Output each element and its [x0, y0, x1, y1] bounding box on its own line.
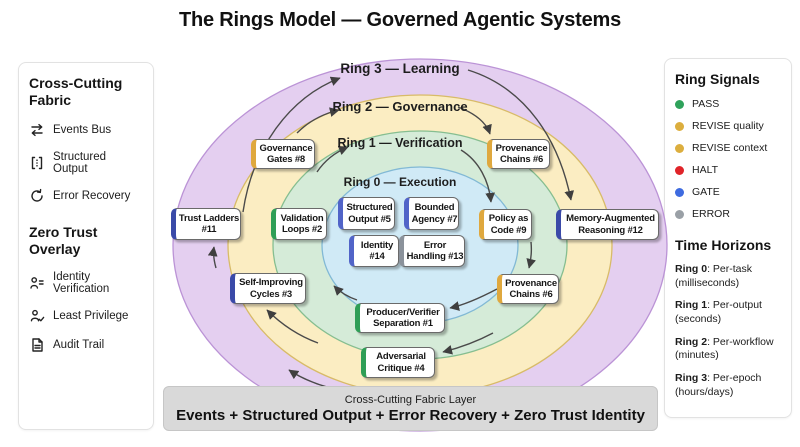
horizon-unit: (seconds)	[675, 313, 722, 326]
horizon-desc: : Per-epoch	[707, 372, 762, 384]
zero-trust-item-label: Least Privilege	[53, 310, 129, 323]
page-title: The Rings Model — Governed Agentic Syste…	[178, 9, 622, 31]
horizon-desc: : Per-task	[707, 263, 753, 276]
signal-label: PASS	[692, 98, 720, 111]
ring-signals-panel: Ring Signals PASS REVISE quality REVISE …	[664, 58, 792, 418]
signal-label: GATE	[692, 186, 720, 199]
zero-trust-heading: Zero Trust Overlay	[29, 224, 98, 258]
trust-ladders: Trust Ladders#11	[171, 208, 241, 240]
ring-0-label: Ring 0 — Execution	[343, 175, 457, 189]
horizon-ring-name: Ring 0	[675, 263, 708, 276]
ring-signals-heading: Ring Signals	[675, 71, 760, 87]
horizon-ring-name: Ring 3	[675, 372, 708, 384]
identity-verification-icon	[30, 277, 44, 290]
horizon-desc: : Per-workflow	[707, 335, 774, 348]
structured-output-icon	[31, 156, 43, 170]
time-horizon-ring-0: Ring 0: Per-task (milliseconds)	[675, 263, 781, 290]
gate-dot-icon	[675, 187, 684, 197]
fabric-item-label: Error Recovery	[53, 190, 131, 203]
flow-arrow	[460, 149, 496, 203]
time-horizon-ring-2: Ring 2: Per-workflow (minutes)	[675, 336, 781, 363]
identity: Identity#14	[349, 235, 399, 267]
time-horizon-ring-1: Ring 1: Per-output (seconds)	[675, 299, 781, 326]
horizon-unit: (minutes)	[675, 349, 719, 362]
fabric-item-structured-output: Structured Output	[29, 151, 143, 175]
fabric-item-events-bus: Events Bus	[29, 122, 143, 138]
ring-3-label: Ring 3 — Learning	[340, 61, 460, 76]
signal-label: REVISE quality	[692, 120, 764, 133]
flow-arrows	[207, 69, 575, 392]
flow-arrow	[296, 107, 340, 134]
signal-error: ERROR	[675, 208, 781, 220]
least-privilege-icon	[30, 310, 45, 322]
flow-arrow	[449, 288, 498, 311]
fabric-layer-summary: Events + Structured Output + Error Recov…	[176, 406, 645, 424]
flow-arrow	[333, 285, 358, 301]
pass-dot-icon	[675, 99, 684, 109]
fabric-item-error-recovery: Error Recovery	[29, 188, 143, 204]
flow-arrow	[467, 69, 575, 201]
signal-pass: PASS	[675, 98, 781, 110]
ring-2-label: Ring 2 — Governance	[332, 99, 468, 114]
revise-context-dot-icon	[675, 143, 684, 153]
events-bus-icon	[31, 124, 43, 137]
signal-revise-context: REVISE context	[675, 142, 781, 154]
fabric-layer-title: Cross-Cutting Fabric Layer	[344, 393, 477, 406]
ring-1-label: Ring 1 — Verification	[337, 136, 463, 150]
signal-revise-quality: REVISE quality	[675, 120, 781, 132]
revise-quality-dot-icon	[675, 121, 684, 131]
audit-trail-icon	[32, 338, 43, 353]
zero-trust-item-identity-verification: Identity Verification	[29, 271, 143, 295]
zero-trust-item-label: Identity Verification	[53, 271, 110, 296]
horizon-ring-name: Ring 1	[675, 299, 708, 312]
flow-arrow	[457, 106, 492, 135]
horizon-unit: (milliseconds)	[675, 276, 740, 289]
fabric-item-label: Structured Output	[53, 151, 107, 176]
signal-gate: GATE	[675, 186, 781, 198]
zero-trust-item-label: Audit Trail	[53, 339, 105, 352]
flow-arrow	[266, 309, 319, 344]
signal-halt: HALT	[675, 164, 781, 176]
signal-label: HALT	[692, 164, 719, 177]
cross-cutting-fabric-layer-bar: Cross-Cutting Fabric Layer Events + Stru…	[163, 386, 658, 431]
flow-arrow	[526, 241, 536, 269]
halt-dot-icon	[675, 165, 684, 175]
zero-trust-item-least-privilege: Least Privilege	[29, 308, 143, 324]
signal-label: REVISE context	[692, 142, 768, 155]
time-horizons-heading: Time Horizons	[675, 237, 772, 254]
zero-trust-item-audit-trail: Audit Trail	[29, 337, 143, 353]
error-dot-icon	[675, 209, 684, 219]
signal-label: ERROR	[692, 208, 730, 221]
flow-arrow	[207, 246, 218, 269]
flow-arrow	[442, 332, 494, 355]
error-recovery-icon	[31, 189, 43, 202]
fabric-item-label: Events Bus	[53, 124, 112, 137]
time-horizon-ring-3: Ring 3: Per-epoch (hours/days)	[675, 372, 781, 399]
fabric-heading: Cross-Cutting Fabric	[29, 75, 123, 109]
flow-arrow	[316, 145, 349, 173]
horizon-unit: (hours/days)	[675, 385, 734, 398]
flow-arrow	[242, 76, 341, 213]
cross-cutting-fabric-panel: Cross-Cutting Fabric Events Bus Structur…	[18, 62, 154, 430]
horizon-ring-name: Ring 2	[675, 335, 708, 348]
horizon-desc: : Per-output	[707, 299, 762, 312]
